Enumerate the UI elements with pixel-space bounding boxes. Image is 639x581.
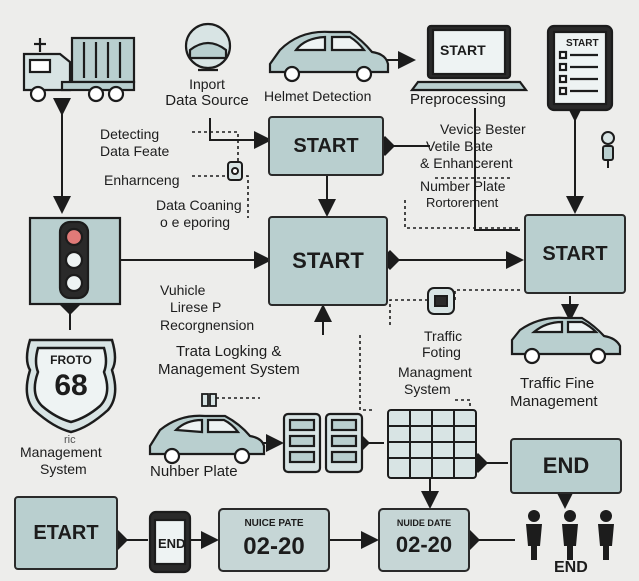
grid-icon [387,409,477,479]
tablet-icon [546,24,614,112]
connectors [53,51,584,550]
car-right-icon [510,316,622,365]
plate-2: NUIDE DATE 02-20 [378,508,470,572]
dotted-2 [192,175,249,218]
trata-label-2: Management System [158,361,300,378]
number-plate-bottom-label: Nuhber Plate [150,463,238,480]
end-right-node: END [510,438,622,494]
start-top-node: START [268,116,384,176]
plate-1-number: 02-20 [243,533,305,560]
plate-1: NUICE PATE 02-20 [218,508,330,572]
license-label-1: Vuhicle [160,282,206,298]
laptop-icon [409,24,529,92]
mobile-icon [148,510,192,574]
connector-input-start [209,118,272,149]
trata-label-1: Trata Logking & [176,343,282,360]
vehicle-label-3: & Enhancerent [420,155,513,171]
tablet-screen-text: START [566,38,599,49]
laptop-screen-text: START [440,42,486,58]
vehicle-label-1: Vevice Bester [440,121,526,137]
number-plate-label-2: Rortorement [426,195,499,210]
car-icon [268,30,390,83]
management-label-1: Management [20,444,102,460]
people-icon [526,510,614,560]
route-sign-top-text: FROTO [50,353,92,367]
management-prefix: ric [64,434,76,446]
etart-bottom-node: ETART [14,496,118,570]
plate-2-top: NUIDE DATE [396,518,452,528]
detecting-label-1: Detecting [100,126,160,142]
mobile-screen-text: END [158,536,186,551]
plate-2-number: 02-20 [395,532,453,557]
input-data-label-2: Data Source [165,92,249,109]
dotted-1 [192,131,239,162]
dotted-5 [359,335,375,411]
input-data-label-1: Inport [189,76,225,92]
start-right-node: START [524,214,626,294]
helmet-icon [184,22,232,72]
data-cleaning-label-2: o e eporing [160,214,231,230]
truck-icon [22,36,136,103]
preprocessing-label: Preprocessing [410,91,506,108]
data-cleaning-label-1: Data Coaning [156,197,242,213]
license-label-2: Lirese P [170,299,222,315]
helmet-detection-label: Helmet Detection [264,88,372,104]
camera-icon [227,161,243,181]
detecting-label-2: Data Feate [100,143,170,159]
traffic-fine-label-1: Traffic Fine [520,375,595,392]
people-end-text: END [554,559,588,576]
route-sign-number: 68 [54,369,88,402]
dotted-3 [404,200,520,229]
number-plate-label-1: Number Plate [420,178,506,194]
phone-icon [282,412,364,474]
traffic-policing-label-3: Managment [398,364,472,380]
connector-preprocess [474,108,520,231]
start-mid-node: START [268,216,388,306]
traffic-policing-label-1: Traffic [424,328,463,344]
plate-1-top: NUICE PATE [244,518,304,529]
small-device-icon [201,393,217,407]
vehicle-label-2: Vetile Bate [426,138,493,154]
route-sign-icon [25,338,117,434]
car-bottom-icon [148,414,266,465]
traffic-light-icon [28,216,122,306]
traffic-policing-label-2: Foting [422,344,461,360]
traffic-policing-label-4: System [404,381,451,397]
enhancing-label: Enharnceng [104,172,180,188]
management-label-2: System [40,461,87,477]
policing-icon [427,287,455,315]
location-pin-icon [601,131,615,168]
traffic-fine-label-2: Management [510,393,598,410]
license-label-3: Recorgnension [160,317,255,333]
